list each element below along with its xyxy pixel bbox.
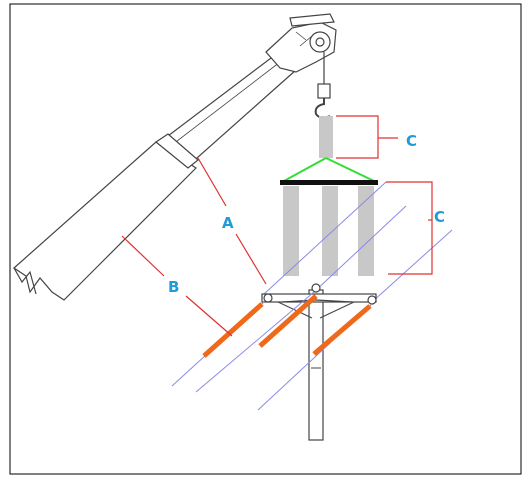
spreader-bar [280,180,378,185]
suspended-blocks [283,186,374,276]
dimension-b-line [185,295,233,337]
dimension-c-right-bracket [386,181,433,275]
line-cover [312,304,372,356]
lifting-sling [283,157,375,182]
label-c-right: C [434,208,445,226]
dimension-b-line [121,235,165,277]
suspended-block [358,186,374,276]
line-covers [202,294,372,358]
dimension-a-line [197,157,227,207]
suspended-block [322,186,338,276]
clearance-dimensions [121,115,433,337]
line-cover [258,294,318,348]
conductor-lines-upper [263,181,453,303]
hanging-load-block [319,116,333,158]
label-c-top: C [406,132,417,150]
dimension-c-top-bracket [336,115,379,159]
suspended-block [283,186,299,276]
line-cover [202,302,264,358]
label-a: A [222,214,234,232]
label-b: B [168,278,179,296]
utility-pole [261,283,377,441]
crane-boom [13,13,337,301]
dimension-a-line [235,233,267,285]
